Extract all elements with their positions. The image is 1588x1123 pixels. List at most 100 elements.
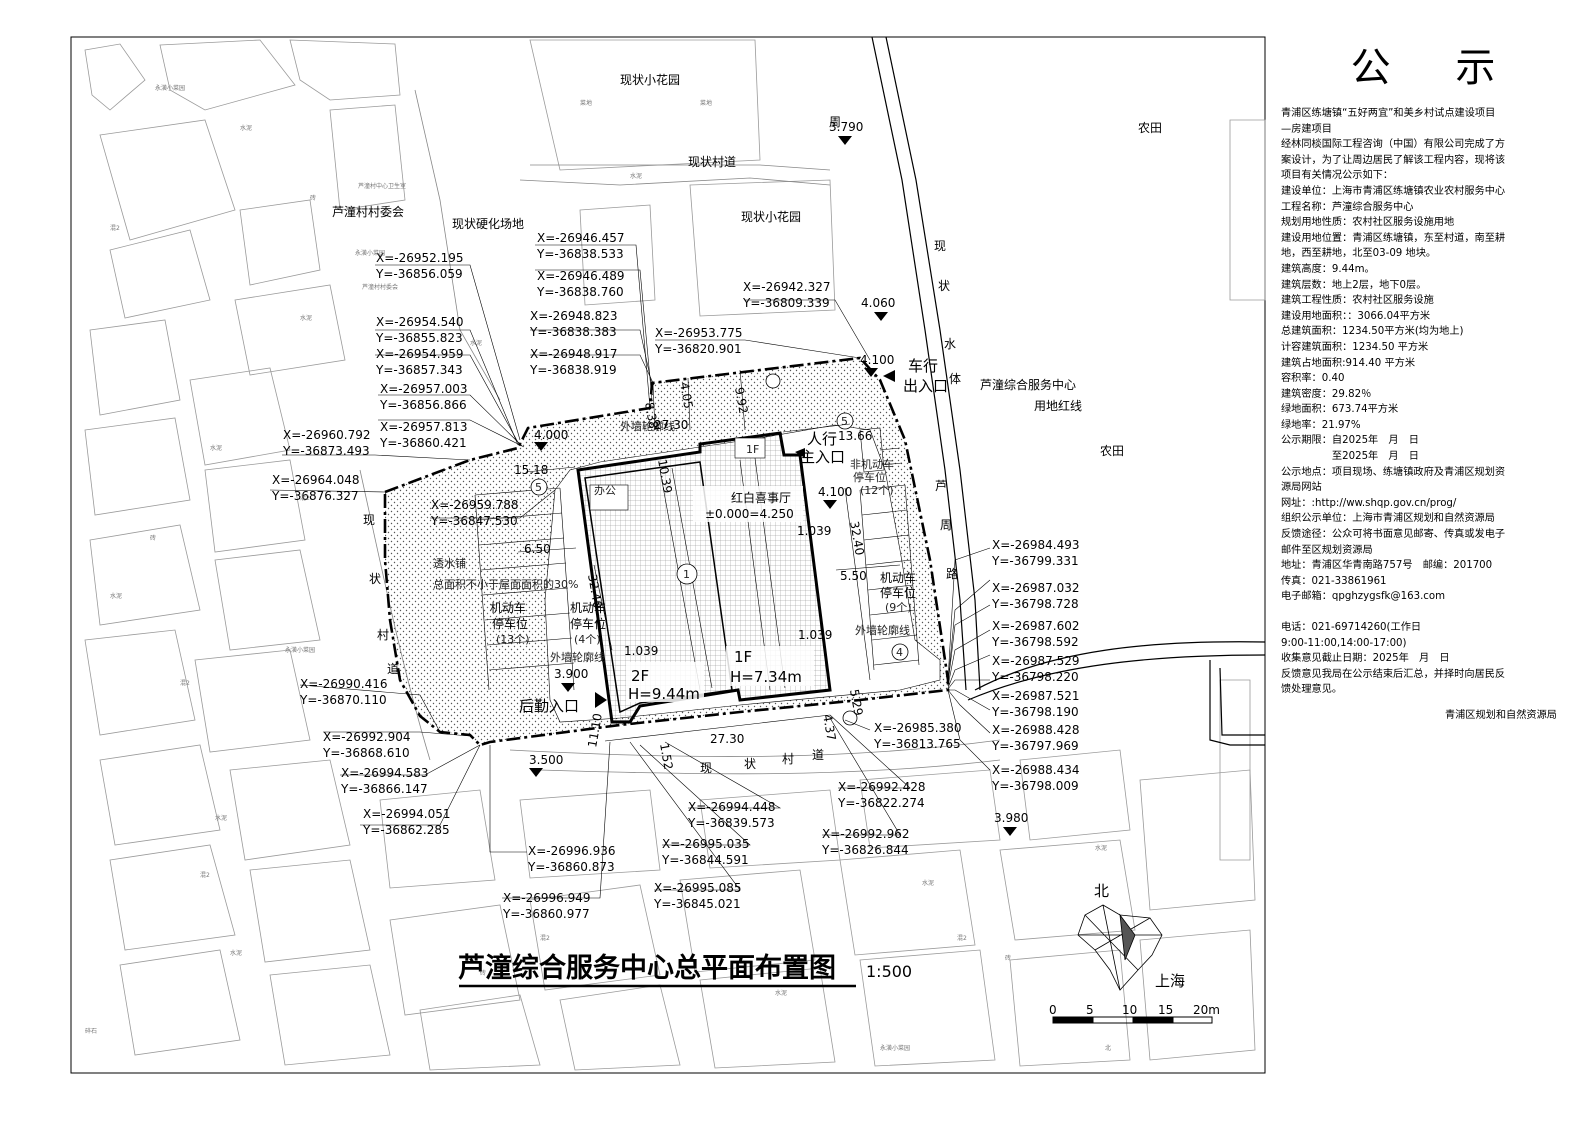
elev-1: 4.060 <box>861 296 895 310</box>
coord-13-y: Y=-36809.339 <box>742 296 830 310</box>
label-committee-small: 芦潼村村委会 <box>362 283 398 291</box>
coord-2-x: X=-26954.959 <box>376 347 464 361</box>
coord-7-y: Y=-36847.530 <box>430 514 518 528</box>
label-parking-east-2: (9个) <box>885 601 912 614</box>
label-outline-2: 外墙轮廓线 <box>550 650 605 664</box>
tiny-label: 砖 <box>1005 954 1011 962</box>
dim-12: 1.039 <box>624 644 658 658</box>
circle-marker-1 <box>676 563 698 585</box>
elev-2: 4.100 <box>860 353 894 367</box>
coord-17-y: Y=-36798.220 <box>991 670 1079 684</box>
circle-markers <box>530 373 909 726</box>
scale-tick: 10 <box>1122 1003 1137 1017</box>
tiny-label: 混2 <box>180 679 190 687</box>
dim-3: 32.40 <box>585 573 605 609</box>
notice-line: 传真：021-33861961 <box>1281 575 1387 587</box>
elevation-labels: 3.790 4.060 4.100 4.000 4.100 3.900 3.50… <box>529 120 1028 825</box>
tiny-label: 砖 <box>150 534 156 542</box>
coord-22-y: Y=-36870.110 <box>299 693 387 707</box>
label-pedestrian-entrance-1: 主入口 <box>800 448 845 466</box>
coord-19-y: Y=-36797.969 <box>991 739 1079 753</box>
label-floor-1f-top: 1F <box>746 443 759 456</box>
label-red-line-0: 芦潼综合服务中心 <box>980 377 1076 392</box>
coord-32-y: Y=-36826.844 <box>821 843 909 857</box>
label-service-entrance: 后勤入口 <box>519 697 579 715</box>
dim-8: 9.92 <box>732 386 750 415</box>
tiny-label: 永潢小菜园 <box>155 84 185 92</box>
tiny-label: 水泥 <box>1095 844 1107 852</box>
coord-12-x: X=-26953.775 <box>655 326 743 340</box>
scale-bar-labels: 0 5 10 15 20m <box>1049 1003 1220 1017</box>
notice-line: 青浦区练塘镇“五好两宜”和美乡村试点建设项目 <box>1281 108 1496 119</box>
dimension-lines <box>517 369 901 742</box>
scale-tick: 20m <box>1193 1003 1220 1017</box>
elev-3: 4.000 <box>534 428 568 442</box>
notice-line: 建筑密度：29.82％ <box>1281 388 1372 400</box>
roads <box>871 36 1266 746</box>
coord-23-x: X=-26992.904 <box>323 730 411 744</box>
notice-line: 总建筑面积：1234.50平方米(均为地上) <box>1281 326 1464 338</box>
dim-0: 13.66 <box>838 429 872 443</box>
label-south-road-3: 道 <box>812 748 824 762</box>
coord-15-y: Y=-36798.728 <box>991 597 1079 611</box>
coord-4-y: Y=-36860.421 <box>379 436 467 450</box>
tiny-label: 碎石 <box>85 1027 97 1035</box>
elev-5: 3.900 <box>554 667 588 681</box>
tiny-label: 北 <box>1105 1044 1111 1052</box>
label-parking-mid-0: 机动车 <box>570 600 606 615</box>
elev-4: 4.100 <box>818 485 852 499</box>
map-frame <box>70 36 1266 1074</box>
label-west-road-0: 现 <box>363 513 375 527</box>
tiny-label: 混2 <box>110 224 120 232</box>
tiny-label: 水泥 <box>110 592 122 600</box>
label-green-note-0: 透水铺 <box>433 557 466 570</box>
label-water-body-2: 水 <box>944 337 956 351</box>
coord-11-y: Y=-36838.919 <box>529 363 617 377</box>
label-garden-north: 现状小花园 <box>620 72 680 87</box>
notice-line: 工程名称：芦潼综合服务中心 <box>1281 201 1414 213</box>
label-parking-east-1: 停车位 <box>880 585 916 600</box>
coord-18-x: X=-26987.521 <box>992 689 1080 703</box>
label-hard-site: 现状硬化场地 <box>452 217 524 231</box>
tiny-label: 水泥 <box>470 339 482 347</box>
dim-13: 1.039 <box>797 524 831 538</box>
coord-22-x: X=-26990.416 <box>300 677 388 691</box>
coord-29-x: X=-26995.035 <box>662 837 750 851</box>
notice-line: 建筑占地面积:914.40 平方米 <box>1281 357 1416 369</box>
label-vehicle-entrance-1: 出入口 <box>903 377 948 395</box>
notice-title: 公 示 <box>1350 45 1522 91</box>
label-circle-5a: 5 <box>535 481 542 494</box>
coord-6-x: X=-26964.048 <box>272 473 360 487</box>
label-floor-1f: 1F <box>734 648 752 666</box>
label-parking-mid-2: (4个) <box>574 633 601 646</box>
label-parking-mid-1: 停车位 <box>570 616 606 631</box>
label-south-road-2: 村 <box>782 752 794 766</box>
label-village-road-north: 现状村道 <box>688 155 736 169</box>
notice-line: 项目有关情况公示如下： <box>1281 170 1394 182</box>
elev-7: 3.980 <box>994 811 1028 825</box>
plan-title: 芦潼综合服务中心总平面布置图 <box>458 952 836 984</box>
tiny-label: 水泥 <box>240 124 252 132</box>
tiny-label: 水泥 <box>210 444 222 452</box>
notice-body: 青浦区练塘镇“五好两宜”和美乡村试点建设项目—房建项目经林同棪国际工程咨询（中国… <box>1281 106 1571 605</box>
dim-9: 4.05 <box>677 381 695 410</box>
coord-6-y: Y=-36876.327 <box>271 489 359 503</box>
notice-line: 地，西至耕地，北至03-09 地块。 <box>1281 248 1437 260</box>
tiny-label: 永潢小菜园 <box>880 1044 910 1052</box>
dim-4: 5.50 <box>840 569 867 583</box>
label-parking-west-2: (13个) <box>496 633 530 646</box>
coord-23-y: Y=-36868.610 <box>322 746 410 760</box>
tiny-label: 水泥 <box>630 172 642 180</box>
tiny-label: 水泥 <box>300 314 312 322</box>
coord-3-y: Y=-36856.866 <box>379 398 467 412</box>
dim-6: 27.30 <box>654 418 688 432</box>
notice-line: 容积率：0.40 <box>1281 373 1345 385</box>
label-circle-4: 4 <box>896 646 903 659</box>
coord-1-y: Y=-36855.823 <box>375 331 463 345</box>
notice-line: 反馈意见我局在公示结束后汇总，并择时向居民反 <box>1281 668 1506 680</box>
notice-line: 公示期限：自2025年 月 日 <box>1281 435 1419 447</box>
label-west-road-2: 村 <box>377 628 389 642</box>
road-labels: 现 状 水 体 现 状 村 道 现 状 村 道 芦 周 路 <box>363 239 961 775</box>
notice-line: 绿地率：21.97% <box>1281 419 1361 431</box>
